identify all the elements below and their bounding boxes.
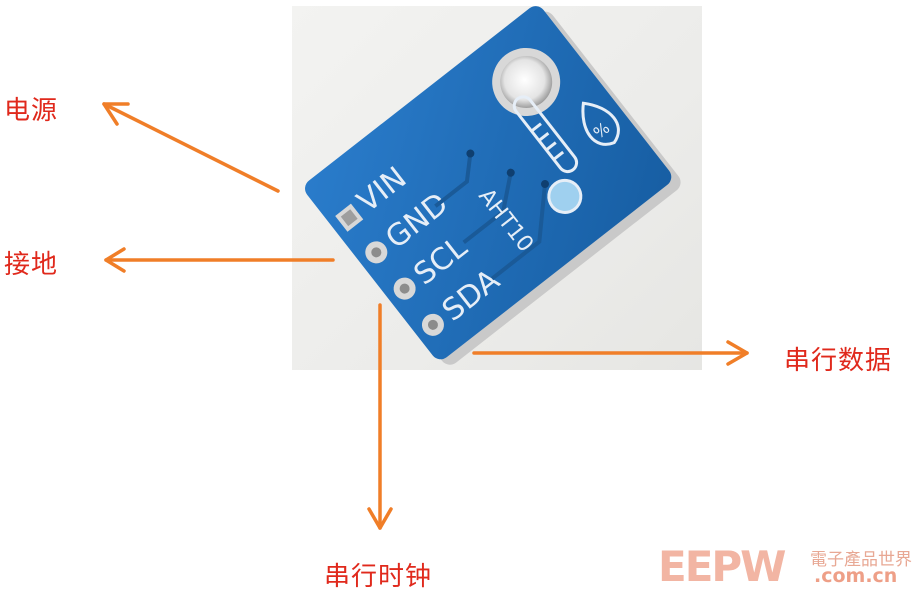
thermometer-icon [512,95,583,214]
eepw-watermark: EEPW 電子產品世界 .com.cn [658,545,914,589]
serial-data-arrow [472,340,749,366]
ground-label: 接地 [4,250,59,280]
watermark-logo: EEPW [658,542,786,591]
watermark-url: .com.cn [814,565,898,587]
ground-arrow [104,247,335,273]
serial-data-label: 串行数据 [784,346,893,376]
serial-clock-label: 串行时钟 [324,562,433,592]
power-arrow [102,102,280,193]
watermark-cn-text: 電子產品世界 [810,550,912,570]
sensor-board: VIN GND SCL SDA AHT10 % [305,6,681,365]
mounting-hole [500,55,553,108]
power-label: 电源 [4,96,59,126]
serial-clock-arrow [367,303,393,530]
board-surface [305,6,672,360]
